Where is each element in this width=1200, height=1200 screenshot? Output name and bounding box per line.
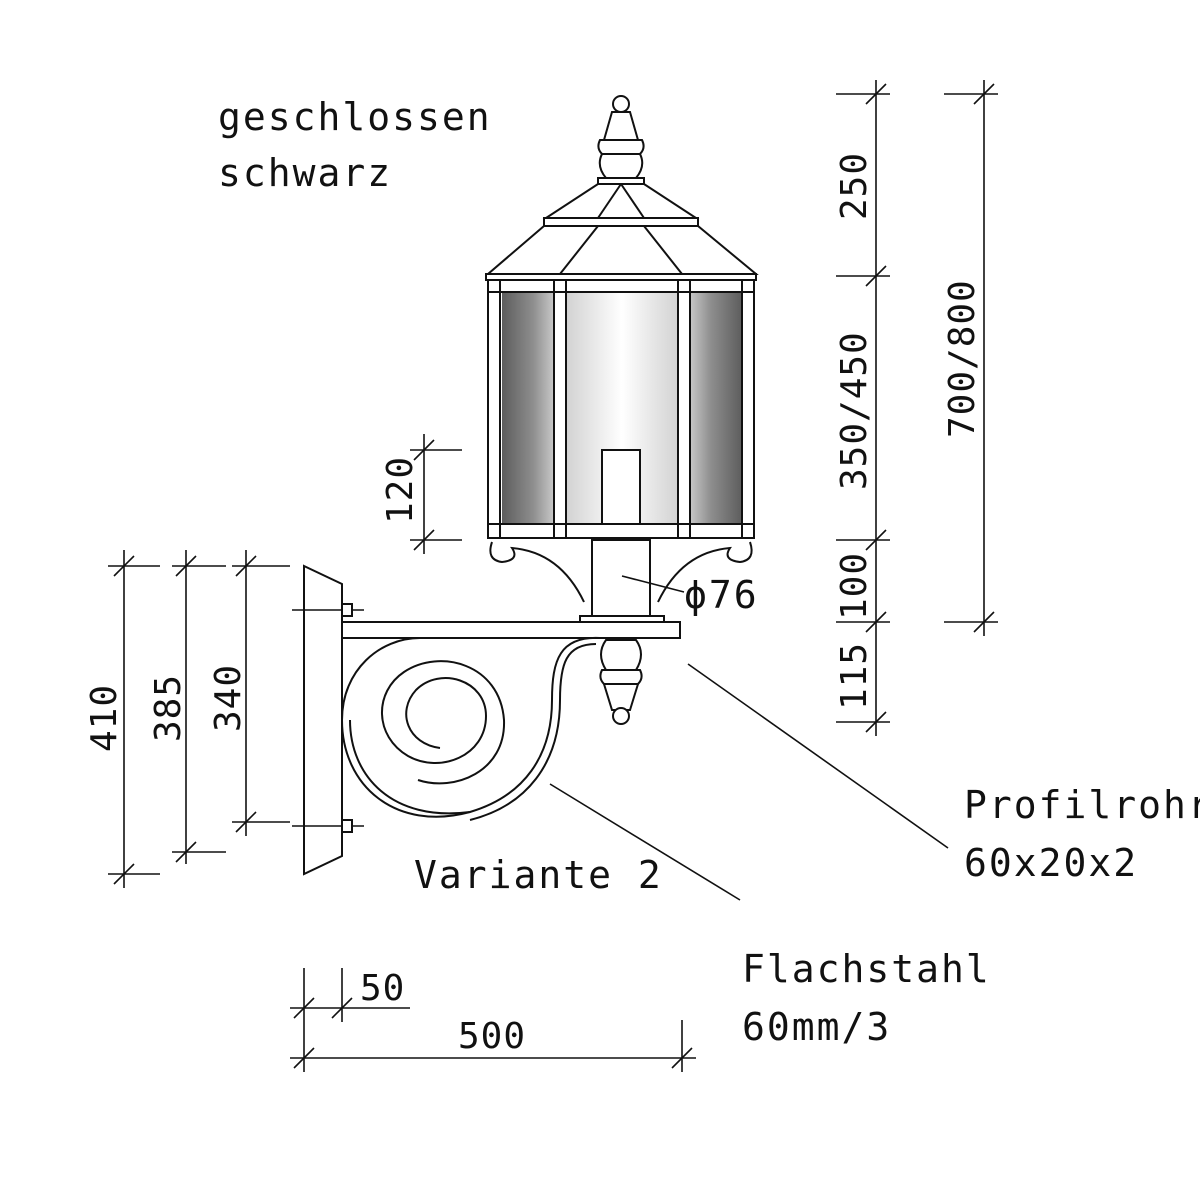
dim-bottom-500	[290, 1020, 696, 1072]
dim-text-340: 340	[208, 664, 249, 732]
note-closed: geschlossen	[218, 95, 492, 139]
glass-right	[690, 292, 742, 524]
glass-left	[502, 292, 554, 524]
leader-flat	[549, 783, 741, 901]
variant-label: Variante 2	[414, 853, 663, 897]
leader-profile	[687, 663, 949, 849]
dim-text-410: 410	[84, 684, 125, 752]
lantern-body	[487, 279, 755, 539]
dim-bottom-50	[290, 968, 410, 1072]
dim-text-385: 385	[148, 674, 189, 742]
dim-left-410	[108, 550, 160, 888]
dim-text-50: 50	[360, 968, 405, 1009]
flat-size: 60mm/3	[742, 1005, 891, 1049]
note-black: schwarz	[218, 151, 392, 195]
dim-text-500: 500	[458, 1016, 526, 1057]
dim-right-chain	[836, 80, 890, 736]
dim-text-neck: 100	[834, 552, 875, 620]
dim-glass-base	[410, 434, 462, 554]
dim-text-bottom: 115	[834, 642, 875, 710]
bottom-finial	[599, 639, 643, 725]
profile-size: 60x20x2	[964, 841, 1138, 885]
dim-left-385	[172, 550, 226, 864]
lamp-socket	[601, 449, 641, 525]
lantern	[485, 95, 759, 625]
profile-tube	[341, 621, 681, 639]
profile-label: Profilrohr	[964, 783, 1200, 827]
dim-text-total: 700/800	[942, 279, 983, 438]
screw-bottom	[292, 819, 364, 833]
diameter-label: ϕ76	[684, 573, 759, 617]
top-finial	[597, 95, 645, 185]
dim-text-top: 250	[834, 152, 875, 220]
leader-diameter	[621, 575, 685, 593]
lantern-base	[489, 539, 753, 625]
dim-text-glass-base: 120	[380, 456, 421, 524]
screw-top	[292, 603, 364, 617]
leader-lines	[549, 575, 949, 901]
wall-plate	[303, 564, 343, 876]
roof	[485, 183, 759, 281]
dim-left-340	[232, 550, 290, 836]
flat-label: Flachstahl	[742, 947, 991, 991]
dim-text-body: 350/450	[834, 331, 875, 490]
wall-bracket	[292, 564, 681, 876]
dim-right-total	[944, 80, 998, 636]
